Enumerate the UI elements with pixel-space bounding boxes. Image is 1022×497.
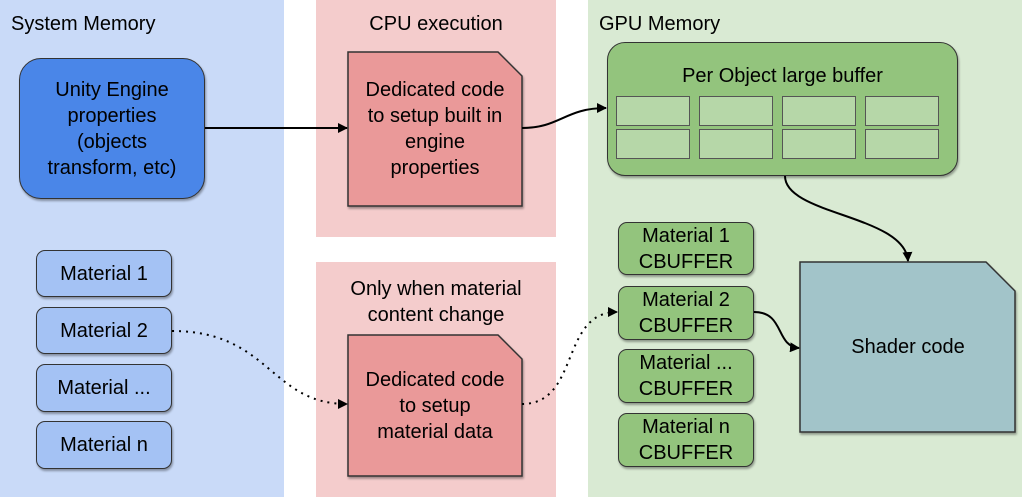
buffer-cell <box>865 129 939 159</box>
buffer-cell <box>699 129 773 159</box>
cbuffer-type: CBUFFER <box>638 315 734 337</box>
cpu-doc-top-label: Dedicated code to setup built in engine … <box>365 79 505 179</box>
material-box: Material 2 <box>36 307 172 354</box>
shader-shape <box>799 261 1016 433</box>
material-box: Material 1 <box>36 250 172 297</box>
material-box: Material n <box>36 421 172 469</box>
system-memory-title: System Memory <box>11 13 156 35</box>
cbuffer-box: Material 1 CBUFFER <box>618 222 754 275</box>
arrow-buffer-to-shader <box>784 175 913 262</box>
unity-engine-properties-box: Unity Engine properties (objects transfo… <box>19 58 205 199</box>
arrow-cpu-to-buffer <box>521 103 607 129</box>
arrow-cpu-to-cbuffer <box>521 307 618 405</box>
per-object-buffer-label: Per Object large buffer <box>682 65 883 87</box>
cbuffer-type: CBUFFER <box>638 378 734 400</box>
buffer-cell <box>782 129 856 159</box>
cbuffer-box: Material 2 CBUFFER <box>618 286 754 340</box>
buffer-cell <box>865 96 939 126</box>
buffer-cell <box>782 96 856 126</box>
cbuffer-name: Material n <box>642 416 730 438</box>
cbuffer-box: Material ... CBUFFER <box>618 349 754 403</box>
buffer-cell <box>699 96 773 126</box>
cbuffer-type: CBUFFER <box>638 442 734 464</box>
buffer-cell <box>616 96 690 126</box>
cbuffer-type: CBUFFER <box>638 250 734 273</box>
shader-code-label: Shader code <box>851 336 965 358</box>
cbuffer-name: Material ... <box>639 352 733 374</box>
cpu-doc-bottom-shape <box>347 334 523 477</box>
cpu-execution-title: CPU execution <box>369 13 503 35</box>
cpu-material-title: Only when material content change <box>350 278 522 326</box>
cbuffer-box: Material n CBUFFER <box>618 413 754 467</box>
buffer-cell <box>616 129 690 159</box>
cbuffer-name: Material 1 <box>642 224 730 247</box>
arrow-cbuffer-to-shader <box>753 311 800 353</box>
cpu-doc-top-shape <box>347 51 523 207</box>
cbuffer-name: Material 2 <box>642 289 730 311</box>
cpu-doc-bottom-label: Dedicated code to setup material data <box>365 368 505 443</box>
material-box: Material ... <box>36 364 172 412</box>
arrow-material2-to-cpu <box>171 330 348 409</box>
gpu-memory-title: GPU Memory <box>599 13 721 35</box>
